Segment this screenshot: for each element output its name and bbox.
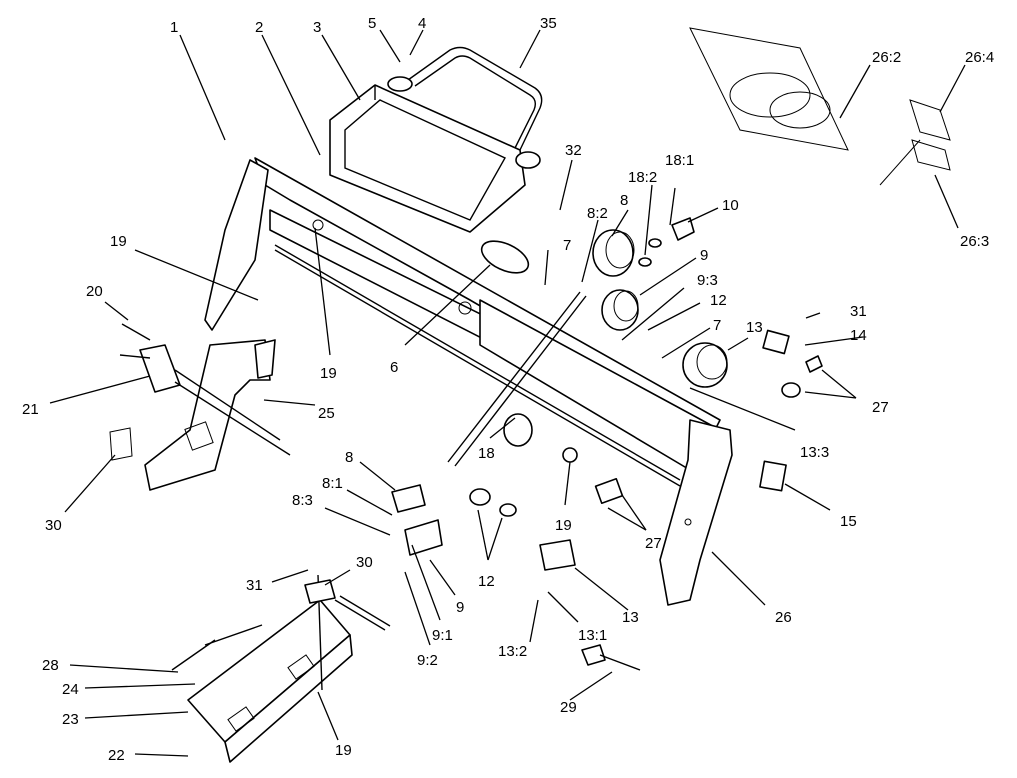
callout-32: 30 xyxy=(45,517,62,534)
callout-25: 25 xyxy=(318,405,335,422)
decal-26-4 xyxy=(879,99,951,186)
callout-18-2: 18:2 xyxy=(628,169,657,186)
callout-9b: 9 xyxy=(456,599,464,616)
callout-18: 18 xyxy=(478,445,495,462)
callout-9-1: 9:1 xyxy=(432,627,453,644)
callout-19b: 19 xyxy=(320,365,337,382)
callout-27b: 27 xyxy=(645,535,662,552)
wiring-bracket xyxy=(144,339,276,491)
callout-28: 28 xyxy=(42,657,59,674)
clip-9 xyxy=(404,519,443,556)
callout-13-3: 13:3 xyxy=(800,444,829,461)
switch-27 xyxy=(594,477,624,505)
callout-10: 10 xyxy=(722,197,739,214)
decal-32 xyxy=(109,427,133,461)
gauge-8 xyxy=(592,229,635,277)
callout-24: 24 xyxy=(62,681,79,698)
key-switch-14 xyxy=(762,329,823,398)
callout-1: 1 xyxy=(170,19,178,36)
callout-26: 26 xyxy=(775,609,792,626)
switch-15 xyxy=(759,460,787,492)
callout-38: 35 xyxy=(540,15,557,32)
callout-26-4: 26:4 xyxy=(965,49,994,66)
side-plate-right xyxy=(659,419,733,606)
clip-13 xyxy=(539,539,576,571)
callout-7a: 7 xyxy=(563,237,571,254)
side-plate-left xyxy=(204,159,269,331)
callout-8a: 8 xyxy=(620,192,628,209)
knob-10 xyxy=(638,217,695,267)
callout-26-3: 26:3 xyxy=(960,233,989,250)
connector-21 xyxy=(119,323,291,456)
plug-29 xyxy=(581,644,641,671)
indicator-12 xyxy=(469,447,578,517)
callout-21: 21 xyxy=(22,401,39,418)
callout-35: 31 xyxy=(850,303,867,320)
callout-8b: 8 xyxy=(345,449,353,466)
leader-lines xyxy=(49,29,966,757)
callout-19c: 19 xyxy=(555,517,572,534)
callout-31: 31 xyxy=(246,577,263,594)
gauge-shroud xyxy=(329,84,526,233)
gauge-13 xyxy=(682,342,728,388)
callout-9-3: 9:3 xyxy=(697,272,718,289)
callout-30: 30 xyxy=(356,554,373,571)
callout-27a: 27 xyxy=(872,399,889,416)
callout-9-2: 9:2 xyxy=(417,652,438,669)
callout-9a: 9 xyxy=(700,247,708,264)
callout-13-1: 13:1 xyxy=(578,627,607,644)
callout-13-2: 13:2 xyxy=(498,643,527,660)
callout-4: 4 xyxy=(418,15,426,32)
callout-13b: 13 xyxy=(622,609,639,626)
callout-22: 22 xyxy=(108,747,125,764)
callout-15: 15 xyxy=(840,513,857,530)
callout-labels: 1 2 3 5 4 35 32 26:2 26:4 26:3 8:2 8 18:… xyxy=(22,15,994,764)
harness-30 xyxy=(304,579,391,631)
callout-19d: 19 xyxy=(335,742,352,759)
callout-12a: 12 xyxy=(710,292,727,309)
callout-8-3: 8:2 xyxy=(587,205,608,222)
callout-29: 29 xyxy=(560,699,577,716)
callout-14: 14 xyxy=(850,327,867,344)
callout-19a: 19 xyxy=(110,233,127,250)
callout-7b: 7 xyxy=(713,317,721,334)
lens-6 xyxy=(480,240,530,274)
handle xyxy=(387,46,543,169)
callout-6: 6 xyxy=(390,359,398,376)
callout-3: 3 xyxy=(313,19,321,36)
callout-36: 32 xyxy=(565,142,582,159)
callout-18-1: 18:1 xyxy=(665,152,694,169)
decal-26-2 xyxy=(689,27,849,151)
callout-20: 20 xyxy=(86,283,103,300)
bottom-bracket xyxy=(171,574,353,763)
callout-12b: 12 xyxy=(478,573,495,590)
callout-2: 2 xyxy=(255,19,263,36)
clip-8 xyxy=(391,484,426,513)
gauge-9 xyxy=(601,289,639,331)
callout-26-2: 26:2 xyxy=(872,49,901,66)
callout-5: 5 xyxy=(368,15,376,32)
callout-13a: 13 xyxy=(746,319,763,336)
callout-23: 23 xyxy=(62,711,79,728)
callout-8-1: 8:1 xyxy=(322,475,343,492)
dash-panel xyxy=(254,157,721,487)
callout-8-2: 8:3 xyxy=(292,492,313,509)
